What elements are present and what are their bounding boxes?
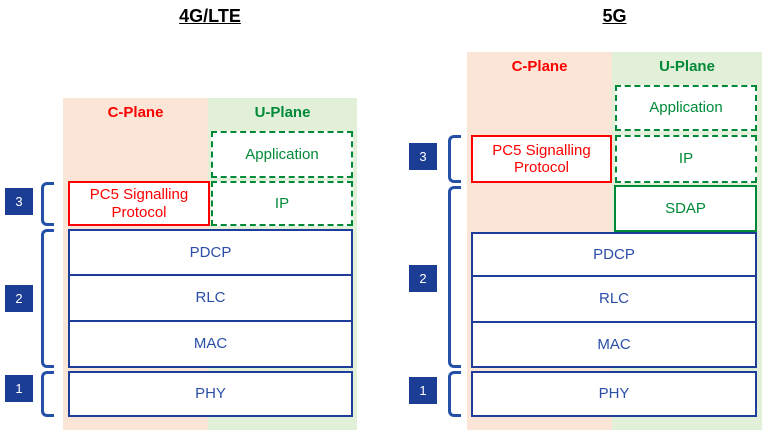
lte-box-mac: MAC — [68, 322, 353, 368]
lte-box-rlc: RLC — [68, 276, 353, 322]
5g-layer2-badge: 2 — [409, 265, 437, 292]
lte-cplane-header: C-Plane — [107, 103, 164, 121]
5g-cplane-header: C-Plane — [511, 57, 568, 75]
5g-title: 5G — [602, 6, 627, 26]
lte-layer1-bracket — [41, 371, 54, 417]
lte-box-application: Application — [211, 131, 353, 178]
5g-box-mac: MAC — [471, 323, 757, 368]
lte-layer3-badge: 3 — [5, 188, 33, 215]
lte-layer2-bracket — [41, 229, 54, 368]
5g-layer1-badge: 1 — [409, 377, 437, 404]
5g-box-rlc: RLC — [471, 277, 757, 323]
5g-layer1-bracket — [448, 371, 461, 417]
5g-box-ip: IP — [615, 135, 757, 183]
5g-layer3-bracket — [448, 135, 461, 183]
5g-layer2-bracket — [448, 186, 461, 368]
5g-uplane-header: U-Plane — [659, 57, 715, 75]
5g-box-phy: PHY — [471, 371, 757, 417]
lte-box-phy: PHY — [68, 371, 353, 417]
5g-box-sdap: SDAP — [614, 185, 757, 232]
lte-layer2-badge: 2 — [5, 285, 33, 312]
lte-layer3-bracket — [41, 182, 54, 226]
lte-box-ip: IP — [211, 181, 353, 226]
5g-layer3-badge: 3 — [409, 143, 437, 170]
lte-title: 4G/LTE — [179, 6, 241, 26]
lte-box-pdcp: PDCP — [68, 229, 353, 276]
5g-box-pdcp: PDCP — [471, 232, 757, 277]
lte-uplane-header: U-Plane — [254, 103, 311, 121]
lte-layer1-badge: 1 — [5, 375, 33, 402]
5g-box-application: Application — [615, 85, 757, 131]
5g-box-pc5-signalling-protocol: PC5 Signalling Protocol — [471, 135, 612, 183]
lte-box-pc5-signalling-protocol: PC5 Signalling Protocol — [68, 181, 210, 226]
